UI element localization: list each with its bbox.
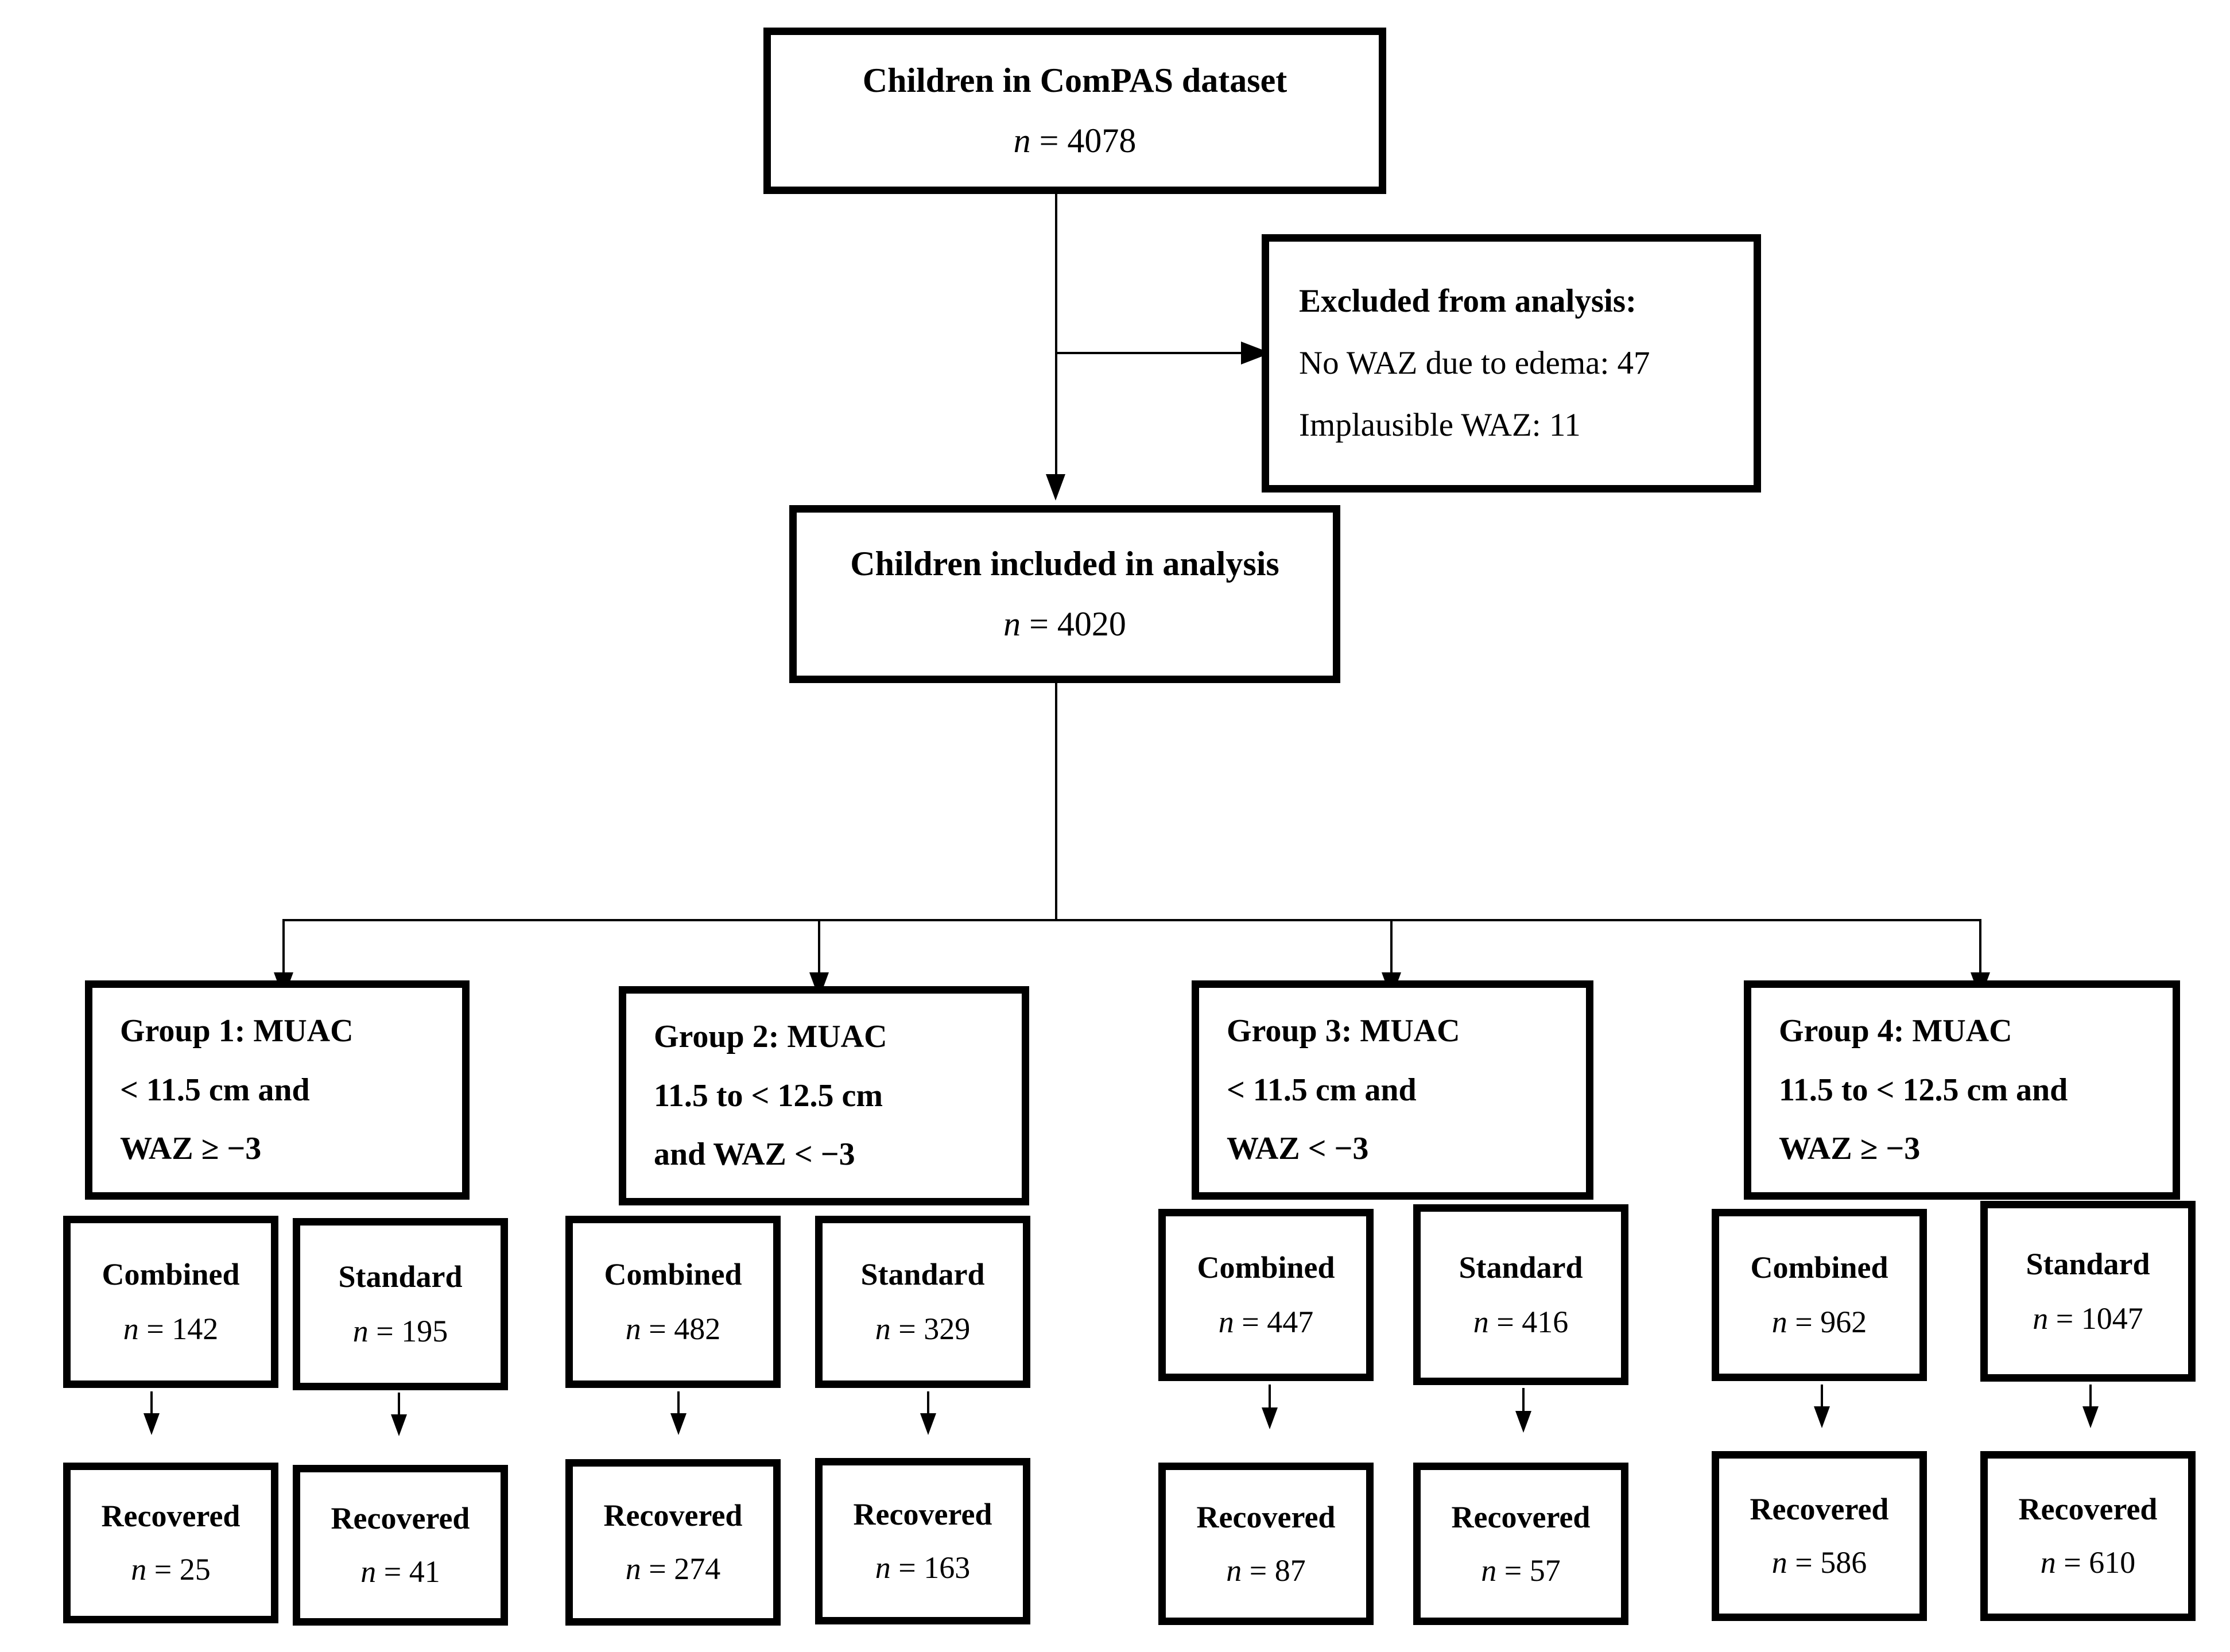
node-children-in-dataset: Children in ComPAS dataset n = 4078 — [763, 28, 1386, 194]
node-group-3-arm-standard: Standard n = 416 — [1413, 1204, 1628, 1385]
connector-to-excluded — [1057, 352, 1247, 354]
g4-standard-recovered-label: Recovered — [2018, 1492, 2158, 1527]
g1-standard-recovered-label: Recovered — [331, 1501, 470, 1536]
group-1-combined-label: Combined — [102, 1257, 240, 1292]
g3-standard-recovered-count: n = 57 — [1481, 1553, 1561, 1588]
connector-distribution-bus — [282, 919, 1981, 921]
g1-combined-recovered-label: Recovered — [101, 1499, 241, 1534]
group-4-combined-count: n = 962 — [1771, 1305, 1867, 1339]
included-count: n = 4020 — [1003, 605, 1126, 643]
node-group-4-arm-standard: Standard n = 1047 — [1980, 1201, 2196, 1382]
group-4-standard-label: Standard — [2026, 1246, 2150, 1281]
dataset-title: Children in ComPAS dataset — [862, 61, 1287, 99]
group-3-line-1: Group 3: MUAC — [1227, 1013, 1460, 1049]
node-excluded-from-analysis: Excluded from analysis: No WAZ due to ed… — [1262, 234, 1761, 493]
g3-combined-recovered-label: Recovered — [1196, 1499, 1336, 1534]
connector-g1-standard-to-recovered — [398, 1393, 400, 1420]
group-3-combined-label: Combined — [1197, 1250, 1335, 1285]
arrowhead-g3-combined-recovered — [1262, 1407, 1278, 1429]
node-g2-standard-recovered: Recovered n = 163 — [815, 1458, 1030, 1624]
node-group-4-arm-combined: Combined n = 962 — [1712, 1209, 1927, 1381]
group-1-line-1: Group 1: MUAC — [120, 1013, 354, 1049]
group-2-standard-count: n = 329 — [875, 1312, 971, 1346]
group-4-line-3: WAZ ≥ −3 — [1779, 1131, 1921, 1167]
group-3-line-2: < 11.5 cm and — [1227, 1072, 1417, 1108]
node-group-1-arm-standard: Standard n = 195 — [293, 1218, 508, 1390]
group-2-line-1: Group 2: MUAC — [654, 1018, 887, 1054]
g2-combined-recovered-count: n = 274 — [625, 1552, 721, 1586]
group-1-standard-count: n = 195 — [352, 1314, 448, 1348]
node-group-2-arm-combined: Combined n = 482 — [565, 1216, 781, 1388]
group-2-standard-label: Standard — [860, 1257, 985, 1292]
connector-g4-standard-to-recovered — [2089, 1385, 2092, 1412]
g2-standard-recovered-label: Recovered — [853, 1497, 992, 1532]
group-2-combined-count: n = 482 — [625, 1312, 721, 1346]
node-group-3-arm-combined: Combined n = 447 — [1158, 1209, 1374, 1381]
group-2-line-3: and WAZ < −3 — [654, 1137, 855, 1173]
connector-bus-to-group-3 — [1390, 919, 1393, 979]
node-group-4: Group 4: MUAC 11.5 to < 12.5 cm and WAZ … — [1744, 980, 2180, 1200]
included-title: Children included in analysis — [850, 545, 1279, 583]
connector-bus-to-group-2 — [818, 919, 820, 979]
g2-standard-recovered-count: n = 163 — [875, 1550, 971, 1585]
arrowhead-g4-combined-recovered — [1814, 1406, 1830, 1428]
g4-standard-recovered-count: n = 610 — [2040, 1545, 2136, 1580]
excluded-reason-implausible: Implausible WAZ: 11 — [1299, 406, 1581, 443]
node-group-1-arm-combined: Combined n = 142 — [63, 1216, 278, 1388]
group-1-line-2: < 11.5 cm and — [120, 1072, 310, 1108]
node-g4-combined-recovered: Recovered n = 586 — [1712, 1451, 1927, 1621]
dataset-count: n = 4078 — [1013, 122, 1137, 160]
g3-combined-recovered-count: n = 87 — [1226, 1553, 1306, 1588]
connector-g2-standard-to-recovered — [927, 1391, 929, 1419]
arrowhead-g2-combined-recovered — [670, 1413, 687, 1435]
node-group-2-arm-standard: Standard n = 329 — [815, 1216, 1030, 1388]
arrowhead-g1-combined-recovered — [144, 1413, 160, 1435]
node-g1-standard-recovered: Recovered n = 41 — [293, 1465, 508, 1626]
node-group-2: Group 2: MUAC 11.5 to < 12.5 cm and WAZ … — [619, 986, 1029, 1205]
group-2-line-2: 11.5 to < 12.5 cm — [654, 1077, 883, 1114]
g3-standard-recovered-label: Recovered — [1451, 1499, 1591, 1534]
node-children-included: Children included in analysis n = 4020 — [789, 505, 1340, 683]
node-g3-combined-recovered: Recovered n = 87 — [1158, 1463, 1374, 1625]
group-2-combined-label: Combined — [604, 1257, 742, 1292]
g2-combined-recovered-label: Recovered — [603, 1498, 743, 1533]
group-4-standard-count: n = 1047 — [2033, 1301, 2143, 1336]
node-g4-standard-recovered: Recovered n = 610 — [1980, 1451, 2196, 1621]
node-g2-combined-recovered: Recovered n = 274 — [565, 1459, 781, 1626]
connector-included-to-bus — [1055, 683, 1057, 920]
connector-g3-standard-to-recovered — [1522, 1388, 1525, 1417]
arrowhead-g2-standard-recovered — [920, 1413, 936, 1435]
node-group-1: Group 1: MUAC < 11.5 cm and WAZ ≥ −3 — [85, 980, 470, 1200]
group-3-standard-label: Standard — [1459, 1250, 1583, 1285]
excluded-title: Excluded from analysis: — [1299, 283, 1637, 320]
g1-standard-recovered-count: n = 41 — [360, 1554, 440, 1589]
connector-g3-combined-to-recovered — [1269, 1385, 1271, 1413]
group-3-standard-count: n = 416 — [1473, 1304, 1569, 1339]
group-4-line-2: 11.5 to < 12.5 cm and — [1779, 1072, 2068, 1108]
group-1-combined-count: n = 142 — [123, 1312, 219, 1346]
connector-g1-combined-to-recovered — [150, 1391, 153, 1419]
connector-bus-to-group-4 — [1979, 919, 1981, 979]
g4-combined-recovered-count: n = 586 — [1771, 1545, 1867, 1580]
group-1-line-3: WAZ ≥ −3 — [120, 1131, 262, 1167]
group-4-combined-label: Combined — [1750, 1250, 1888, 1285]
arrowhead-g3-standard-recovered — [1515, 1411, 1531, 1433]
group-3-line-3: WAZ < −3 — [1227, 1131, 1369, 1167]
group-3-combined-count: n = 447 — [1218, 1305, 1314, 1339]
connector-bus-to-group-1 — [282, 919, 285, 979]
connector-g2-combined-to-recovered — [677, 1391, 680, 1419]
node-group-3: Group 3: MUAC < 11.5 cm and WAZ < −3 — [1192, 980, 1593, 1200]
arrowhead-dataset-to-included — [1046, 474, 1065, 501]
g1-combined-recovered-count: n = 25 — [131, 1552, 211, 1587]
connector-dataset-to-included — [1055, 194, 1057, 481]
group-1-standard-label: Standard — [338, 1259, 463, 1294]
connector-g4-combined-to-recovered — [1821, 1385, 1823, 1412]
group-4-line-1: Group 4: MUAC — [1779, 1013, 2012, 1049]
node-g1-combined-recovered: Recovered n = 25 — [63, 1463, 278, 1623]
g4-combined-recovered-label: Recovered — [1750, 1492, 1889, 1527]
arrowhead-g1-standard-recovered — [391, 1414, 407, 1436]
node-g3-standard-recovered: Recovered n = 57 — [1413, 1463, 1628, 1625]
excluded-reason-edema: No WAZ due to edema: 47 — [1299, 345, 1650, 382]
arrowhead-g4-standard-recovered — [2082, 1406, 2099, 1428]
